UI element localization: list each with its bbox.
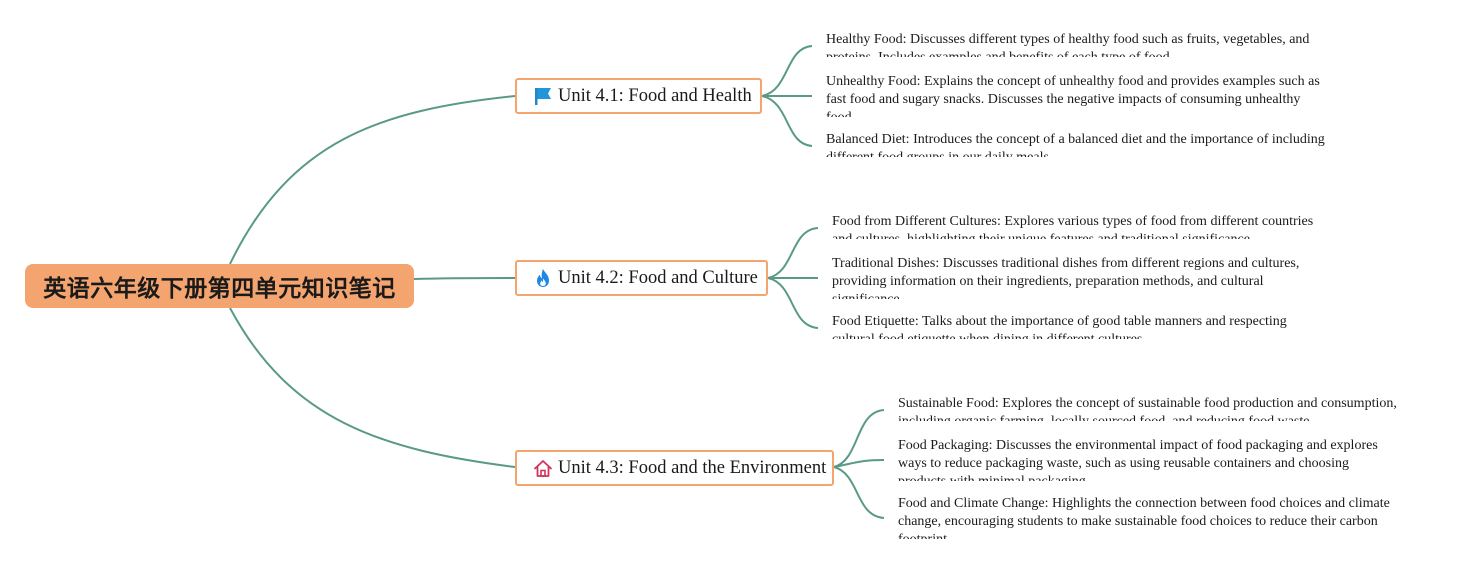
link-topic-2-note-3 <box>767 277 819 329</box>
topic-food-and-environment[interactable]: Unit 4.3: Food and the Environment <box>515 450 834 486</box>
note-traditional-dishes: Traditional Dishes: Discusses traditiona… <box>832 256 1300 299</box>
link-root-topic-1 <box>229 95 516 265</box>
link-topic-1-note-1 <box>761 45 813 97</box>
root-node[interactable]: 英语六年级下册第四单元知识笔记 <box>25 264 414 308</box>
flag-icon <box>533 86 553 106</box>
topic-food-and-culture[interactable]: Unit 4.2: Food and Culture <box>515 260 768 296</box>
note-balanced-diet: Balanced Diet: Introduces the concept of… <box>826 132 1325 157</box>
link-topic-2-note-1 <box>767 227 819 279</box>
note-healthy-food: Healthy Food: Discusses different types … <box>826 32 1310 57</box>
link-root-topic-3 <box>229 307 516 468</box>
topic-label: Unit 4.3: Food and the Environment <box>558 457 827 478</box>
topic-label: Unit 4.2: Food and Culture <box>558 267 758 288</box>
topic-food-and-health[interactable]: Unit 4.1: Food and Health <box>515 78 762 114</box>
link-topic-3-note-2 <box>833 459 885 468</box>
note-unhealthy-food: Unhealthy Food: Explains the concept of … <box>826 74 1320 117</box>
note-food-from-different-cultures: Food from Different Cultures: Explores v… <box>832 214 1314 239</box>
topic-label: Unit 4.1: Food and Health <box>558 85 752 106</box>
link-root-topic-2 <box>413 277 516 280</box>
note-food-etiquette: Food Etiquette: Talks about the importan… <box>832 314 1287 339</box>
link-topic-1-note-3 <box>761 95 813 147</box>
root-title: 英语六年级下册第四单元知识笔记 <box>43 276 396 302</box>
note-food-and-climate-change: Food and Climate Change: Highlights the … <box>898 496 1390 539</box>
fire-icon <box>533 268 553 288</box>
house-icon <box>533 458 553 478</box>
link-topic-3-note-1 <box>833 409 885 468</box>
link-topic-3-note-3 <box>833 466 885 519</box>
note-sustainable-food: Sustainable Food: Explores the concept o… <box>898 396 1397 421</box>
note-food-packaging: Food Packaging: Discusses the environmen… <box>898 438 1378 481</box>
